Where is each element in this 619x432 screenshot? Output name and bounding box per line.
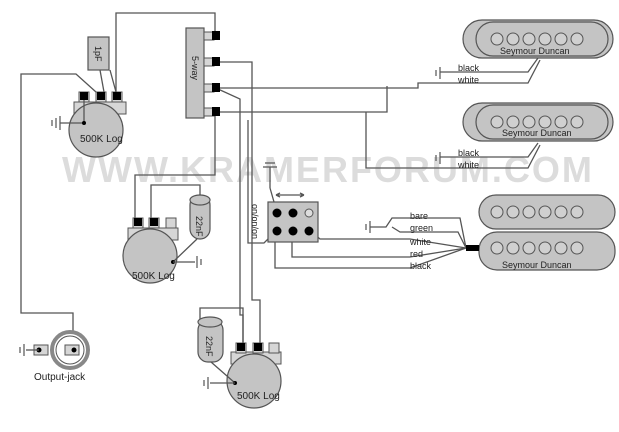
svg-text:500K Log: 500K Log — [80, 134, 123, 145]
svg-text:500K Log: 500K Log — [132, 271, 175, 282]
svg-text:Output-jack: Output-jack — [34, 372, 86, 383]
switch-on-on-on: on/on/on — [250, 162, 319, 243]
svg-text:black: black — [410, 261, 432, 271]
svg-text:Seymour Duncan: Seymour Duncan — [500, 46, 570, 56]
svg-text:Seymour Duncan: Seymour Duncan — [502, 260, 572, 270]
svg-text:22nF: 22nF — [204, 336, 214, 357]
pickup-neck: Seymour Duncan black white — [435, 19, 614, 85]
watermark: WWW.KRAMERFORUM.COM — [62, 149, 594, 190]
tone-pot-2: 22nF 500K Log — [197, 316, 282, 409]
svg-text:on/on/on: on/on/on — [250, 204, 260, 239]
svg-text:bare: bare — [410, 211, 428, 221]
output-jack: Output-jack — [19, 330, 90, 383]
volume-pot: 500K Log — [51, 91, 127, 158]
tone-pot-1: 22nF 500K Log — [122, 194, 211, 284]
svg-text:red: red — [410, 249, 423, 259]
svg-text:5-way: 5-way — [190, 56, 200, 81]
svg-text:green: green — [410, 223, 433, 233]
svg-text:black: black — [458, 148, 480, 158]
svg-text:1pF: 1pF — [93, 46, 103, 62]
svg-text:white: white — [457, 75, 479, 85]
svg-text:22nF: 22nF — [194, 216, 204, 237]
pickup-middle: Seymour Duncan black white — [435, 102, 614, 170]
svg-text:white: white — [457, 160, 479, 170]
switch-5way: 5-way — [185, 27, 220, 119]
svg-text:Seymour Duncan: Seymour Duncan — [502, 128, 572, 138]
capacitor-1pf: 1pF — [87, 36, 110, 71]
pickup-bridge-humbucker: Seymour Duncan bare green white red blac… — [365, 194, 616, 271]
svg-text:black: black — [458, 63, 480, 73]
svg-text:500K Log: 500K Log — [237, 391, 280, 402]
svg-text:white: white — [409, 237, 431, 247]
